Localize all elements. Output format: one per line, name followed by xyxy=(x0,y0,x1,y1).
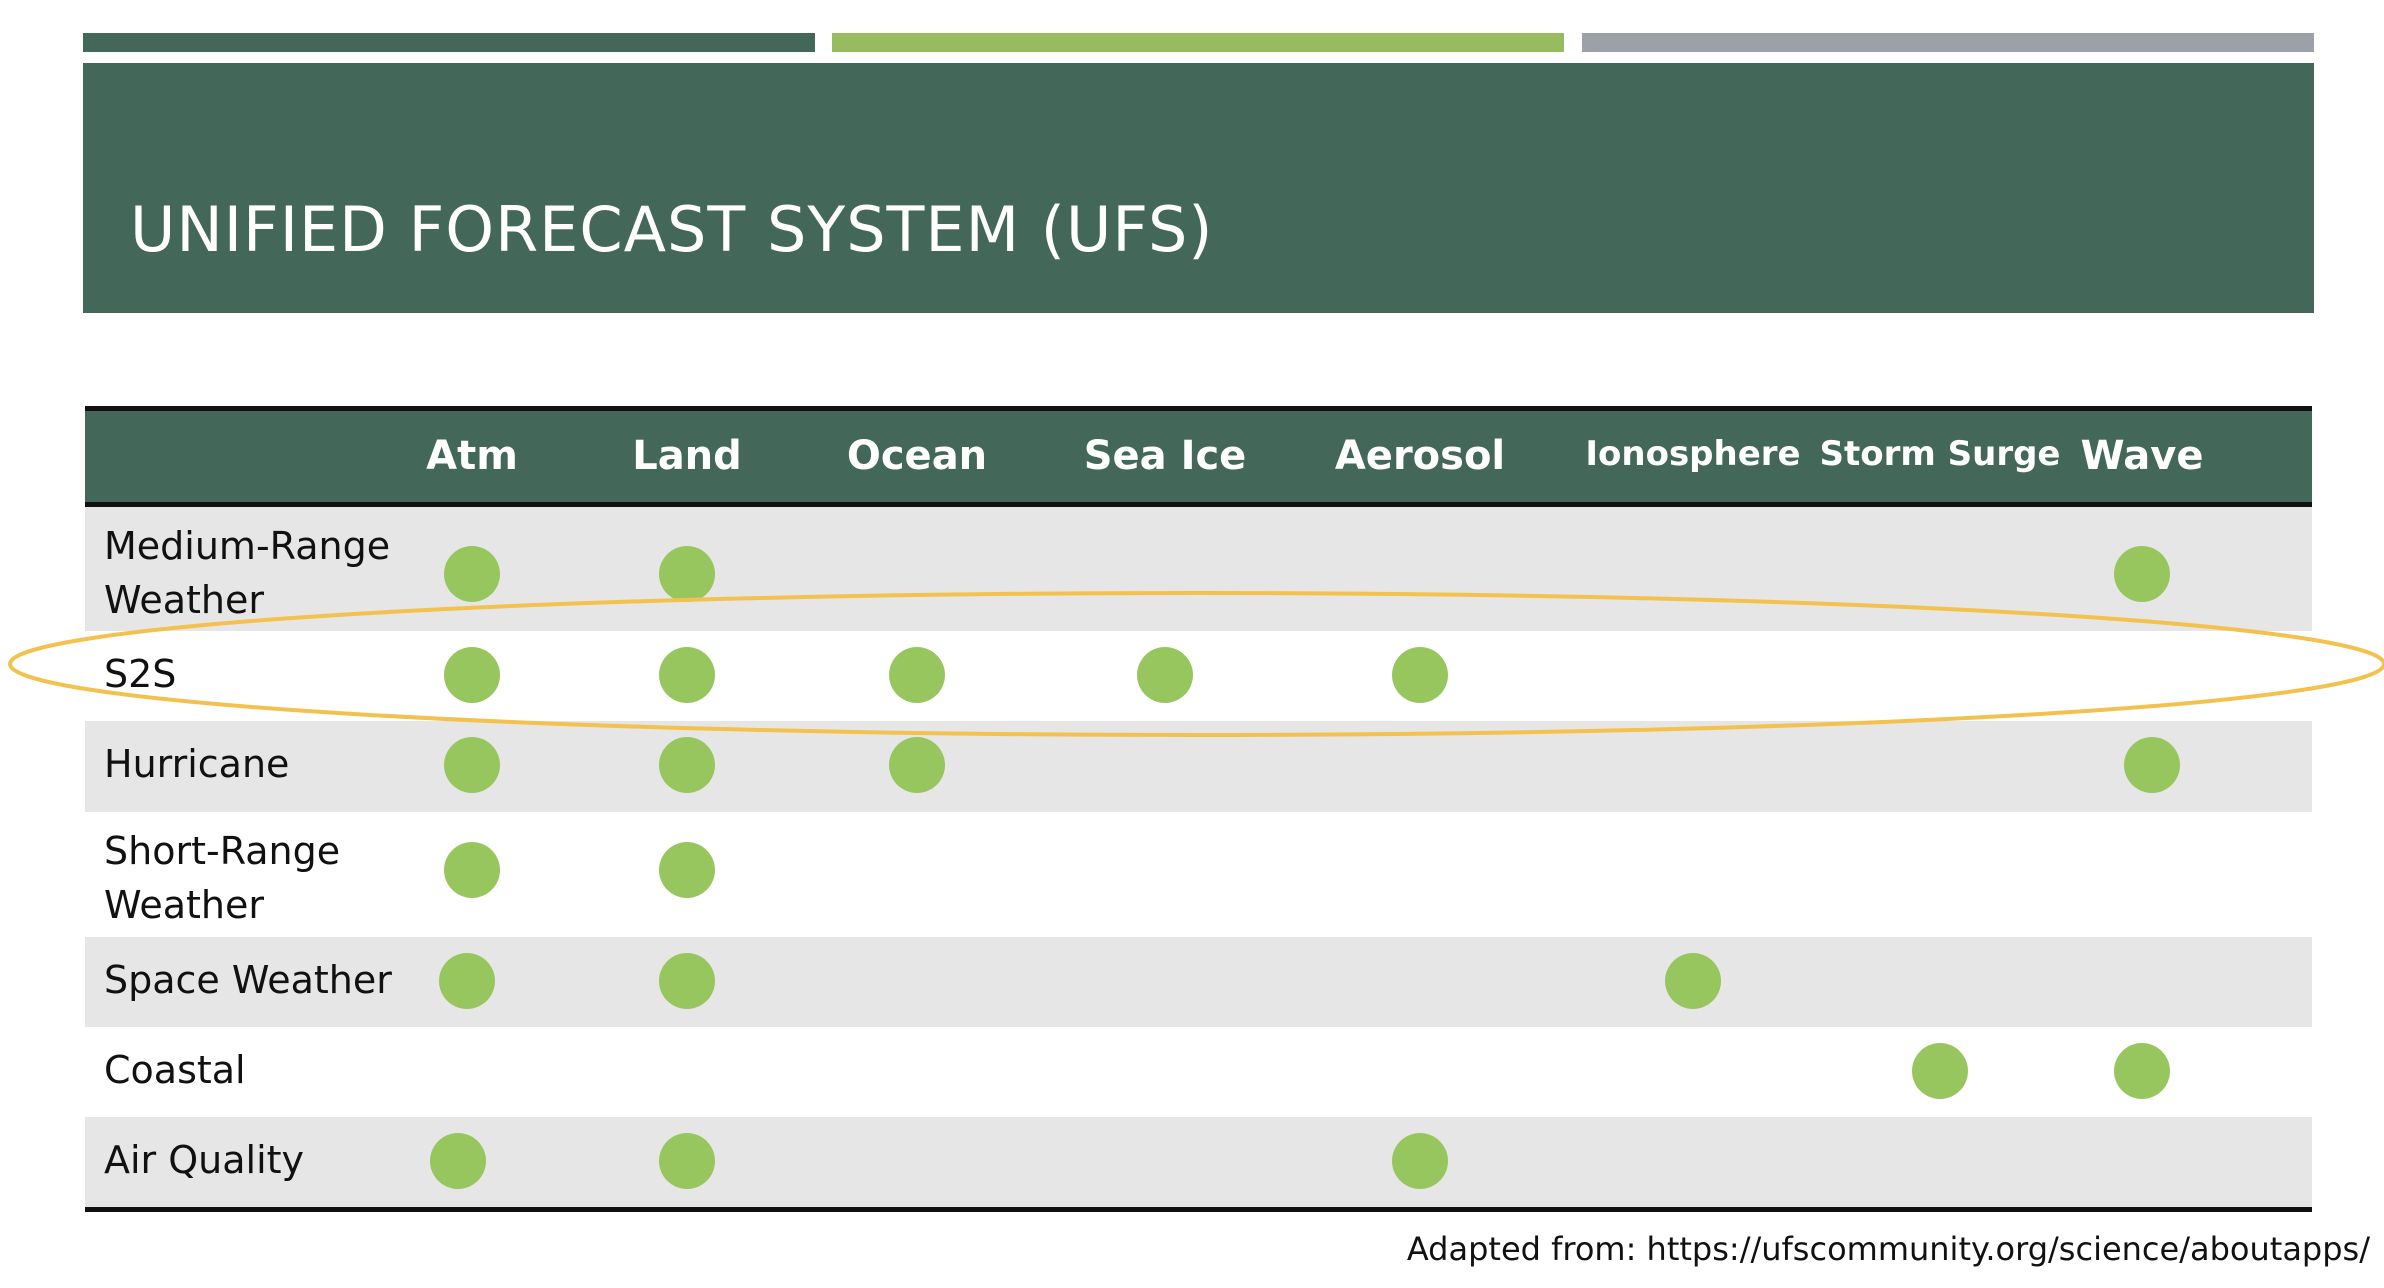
column-header-sea-ice: Sea Ice xyxy=(1083,433,1247,479)
availability-dot-atm xyxy=(444,647,500,703)
column-header-atm: Atm xyxy=(426,433,518,479)
table-row-short-range-weather: Short-Range Weather xyxy=(85,812,2312,937)
row-label: Medium-Range Weather xyxy=(104,524,391,622)
availability-dot-storm-surge xyxy=(1912,1043,1968,1099)
table-row-medium-range-weather: Medium-Range Weather xyxy=(85,507,2312,631)
ufs-applications-table: Atm Land Ocean Sea Ice Aerosol Ionosphere Stor… xyxy=(85,406,2312,1212)
column-header-ocean: Ocean xyxy=(846,433,988,479)
row-label: Coastal xyxy=(104,1048,246,1092)
column-header-storm-surge: Storm Surge xyxy=(1819,434,2061,474)
table-row-space-weather: Space Weather xyxy=(85,937,2312,1027)
availability-dot-ionosphere xyxy=(1665,953,1721,1009)
availability-dot-atm xyxy=(430,1133,486,1189)
availability-dot-ocean xyxy=(889,647,945,703)
table-bottom-rule xyxy=(85,1207,2312,1212)
row-label: Air Quality xyxy=(104,1138,305,1182)
availability-dot-land xyxy=(659,647,715,703)
availability-dot-atm xyxy=(444,842,500,898)
availability-dot-land xyxy=(659,1133,715,1189)
availability-dot-atm xyxy=(439,953,495,1009)
availability-dot-wave xyxy=(2114,1043,2170,1099)
availability-dot-land xyxy=(659,953,715,1009)
source-note: Adapted from: https://ufscommunity.org/s… xyxy=(1406,1230,2370,1268)
availability-dot-land xyxy=(659,546,715,602)
accent-bar-light-green xyxy=(832,33,1564,52)
availability-dot-atm xyxy=(444,737,500,793)
availability-dot-aerosol xyxy=(1392,647,1448,703)
availability-dot-aerosol xyxy=(1392,1133,1448,1189)
accent-bar-gray xyxy=(1582,33,2314,52)
row-label: Space Weather xyxy=(104,958,392,1002)
availability-dot-sea-ice xyxy=(1137,647,1193,703)
availability-dot-land xyxy=(659,737,715,793)
availability-dot-ocean xyxy=(889,737,945,793)
table-row-air-quality: Air Quality xyxy=(85,1117,2312,1207)
column-header-aerosol: Aerosol xyxy=(1334,433,1506,479)
title-banner: UNIFIED FORECAST SYSTEM (UFS) xyxy=(83,63,2314,313)
row-label: Short-Range Weather xyxy=(104,829,341,927)
availability-dot-land xyxy=(659,842,715,898)
table-row-hurricane: Hurricane xyxy=(85,721,2312,812)
row-label: Hurricane xyxy=(104,742,290,786)
table-row-s2s: S2S xyxy=(85,631,2312,721)
table-header: Atm Land Ocean Sea Ice Aerosol Ionosphere Stor… xyxy=(85,406,2312,507)
table-row-coastal: Coastal xyxy=(85,1027,2312,1117)
availability-dot-wave xyxy=(2114,546,2170,602)
row-label: S2S xyxy=(104,652,177,696)
column-header-land: Land xyxy=(632,433,742,479)
column-header-ionosphere: Ionosphere xyxy=(1585,434,1801,474)
availability-dot-wave xyxy=(2124,737,2180,793)
availability-dot-atm xyxy=(444,546,500,602)
slide-title: UNIFIED FORECAST SYSTEM (UFS) xyxy=(130,193,1214,266)
column-header-wave: Wave xyxy=(2080,433,2204,479)
accent-bar-dark-green xyxy=(83,33,815,52)
